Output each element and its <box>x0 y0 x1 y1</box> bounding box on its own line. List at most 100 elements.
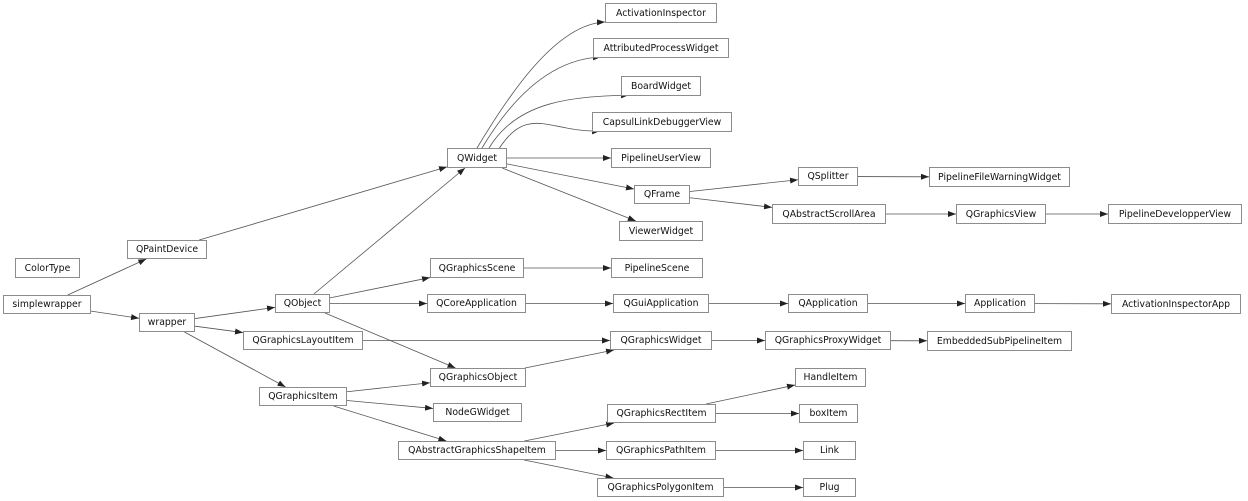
class-node-label: QGraphicsWidget <box>620 335 702 346</box>
class-node-plug[interactable]: Plug <box>803 478 856 497</box>
class-node-label: QGraphicsProxyWidget <box>774 335 882 346</box>
class-node-pipeline-developper-view[interactable]: PipelineDevelopperView <box>1108 204 1242 224</box>
class-node-handle-item[interactable]: HandleItem <box>795 368 866 387</box>
edge-simplewrapper-to-wrapper <box>90 310 140 321</box>
class-node-q-abstract-scroll-area[interactable]: QAbstractScrollArea <box>772 204 886 224</box>
class-node-box-item[interactable]: boxItem <box>799 404 858 423</box>
class-node-label: simplewrapper <box>12 299 82 310</box>
class-node-pipeline-file-warning-widget[interactable]: PipelineFileWarningWidget <box>929 167 1070 187</box>
edge-q-graphics-rect-item-to-handle-item <box>706 383 796 405</box>
class-node-q-graphics-proxy-widget[interactable]: QGraphicsProxyWidget <box>765 331 891 350</box>
class-node-node-g-widget[interactable]: NodeGWidget <box>433 403 522 422</box>
class-node-label: QGraphicsItem <box>268 391 338 402</box>
class-node-pipeline-user-view[interactable]: PipelineUserView <box>611 148 711 168</box>
class-node-q-core-application[interactable]: QCoreApplication <box>427 294 526 313</box>
class-node-q-graphics-view[interactable]: QGraphicsView <box>956 204 1046 224</box>
class-node-viewer-widget[interactable]: ViewerWidget <box>619 221 703 241</box>
class-node-label: QAbstractGraphicsShapeItem <box>408 445 546 456</box>
edge-q-graphics-item-to-node-g-widget <box>346 400 434 411</box>
class-node-q-graphics-layout-item[interactable]: QGraphicsLayoutItem <box>243 331 363 350</box>
class-node-label: QObject <box>283 298 322 309</box>
class-node-label: QGraphicsLayoutItem <box>252 335 354 346</box>
class-node-activation-inspector[interactable]: ActivationInspector <box>605 3 717 23</box>
class-node-label: QCoreApplication <box>436 298 517 309</box>
class-node-pipeline-scene[interactable]: PipelineScene <box>611 258 703 278</box>
class-node-label: QSplitter <box>807 171 849 182</box>
edge-q-paint-device-to-q-widget <box>199 166 448 241</box>
edge-q-widget-to-capsul-link-debugger-view <box>496 122 601 153</box>
edge-q-abstract-graphics-shape-item-to-q-graphics-polygon-item <box>524 459 614 480</box>
class-node-q-graphics-rect-item[interactable]: QGraphicsRectItem <box>607 404 716 423</box>
class-node-color-type[interactable]: ColorType <box>15 258 80 278</box>
class-node-label: Plug <box>819 482 840 493</box>
edge-q-widget-to-board-widget <box>488 92 630 149</box>
class-node-label: ActivationInspector <box>616 7 706 19</box>
class-node-q-frame[interactable]: QFrame <box>634 185 690 204</box>
class-node-label: EmbeddedSubPipelineItem <box>936 335 1063 347</box>
class-node-board-widget[interactable]: BoardWidget <box>621 76 701 96</box>
class-node-activation-inspector-app[interactable]: ActivationInspectorApp <box>1111 294 1241 314</box>
class-node-label: QWidget <box>456 152 498 164</box>
edge-q-graphics-object-to-q-graphics-widget <box>524 348 615 369</box>
class-node-q-graphics-scene[interactable]: QGraphicsScene <box>430 258 524 278</box>
class-node-capsul-link-debugger-view[interactable]: CapsulLinkDebuggerView <box>592 112 732 132</box>
edge-wrapper-to-q-graphics-layout-item <box>194 325 244 335</box>
class-node-label: ColorType <box>24 262 71 274</box>
class-node-label: QGraphicsPolygonItem <box>607 482 714 493</box>
class-node-q-abstract-graphics-shape-item[interactable]: QAbstractGraphicsShapeItem <box>398 441 556 460</box>
edge-wrapper-to-q-graphics-item <box>184 331 286 388</box>
class-node-label: NodeGWidget <box>445 407 510 418</box>
class-node-label: QPaintDevice <box>135 244 199 255</box>
class-node-wrapper[interactable]: wrapper <box>139 313 195 332</box>
class-node-q-graphics-polygon-item[interactable]: QGraphicsPolygonItem <box>597 478 724 497</box>
class-node-q-widget[interactable]: QWidget <box>447 148 507 168</box>
class-node-q-graphics-object[interactable]: QGraphicsObject <box>430 368 526 387</box>
class-node-label: QGraphicsPathItem <box>616 445 706 456</box>
class-node-label: Link <box>819 445 840 456</box>
class-node-label: QGraphicsScene <box>438 262 516 274</box>
class-node-label: QGraphicsRectItem <box>616 408 707 419</box>
class-node-label: QGuiApplication <box>623 298 699 309</box>
edge-q-object-to-q-graphics-scene <box>329 276 431 299</box>
edge-q-frame-to-q-splitter <box>689 177 799 192</box>
class-node-q-paint-device[interactable]: QPaintDevice <box>127 240 207 259</box>
class-node-label: QGraphicsView <box>965 208 1037 220</box>
class-node-label: boxItem <box>809 408 848 419</box>
class-node-simplewrapper[interactable]: simplewrapper <box>3 295 91 314</box>
class-node-q-gui-application[interactable]: QGuiApplication <box>613 294 709 313</box>
class-node-label: QFrame <box>643 189 681 200</box>
class-node-label: ViewerWidget <box>628 225 694 237</box>
class-node-label: CapsulLinkDebuggerView <box>602 116 722 128</box>
class-node-q-graphics-widget[interactable]: QGraphicsWidget <box>610 331 712 350</box>
class-node-label: PipelineUserView <box>621 152 701 164</box>
edge-q-widget-to-attributed-process-widget <box>481 54 602 149</box>
class-node-q-object[interactable]: QObject <box>275 294 330 313</box>
class-node-attributed-process-widget[interactable]: AttributedProcessWidget <box>593 38 729 58</box>
class-node-label: ActivationInspectorApp <box>1121 298 1231 310</box>
class-node-label: HandleItem <box>803 372 858 383</box>
class-node-label: QApplication <box>798 298 858 309</box>
class-node-label: PipelineDevelopperView <box>1118 208 1232 220</box>
class-node-q-splitter[interactable]: QSplitter <box>798 167 858 186</box>
edge-q-widget-to-q-frame <box>506 163 635 191</box>
edge-q-widget-to-viewer-widget <box>502 167 636 222</box>
class-node-q-application[interactable]: QApplication <box>788 294 868 313</box>
edge-simplewrapper-to-q-paint-device <box>67 258 147 296</box>
class-node-label: QAbstractScrollArea <box>782 208 876 220</box>
edge-wrapper-to-q-object <box>194 305 276 319</box>
class-node-label: PipelineScene <box>624 262 690 274</box>
class-node-q-graphics-path-item[interactable]: QGraphicsPathItem <box>606 441 716 460</box>
class-node-application[interactable]: Application <box>965 294 1035 313</box>
edge-q-frame-to-q-abstract-scroll-area <box>689 197 773 210</box>
class-node-label: wrapper <box>147 317 187 328</box>
class-node-label: PipelineFileWarningWidget <box>938 171 1061 183</box>
edge-q-object-to-q-widget <box>313 167 466 295</box>
class-node-label: Application <box>974 298 1026 309</box>
class-node-embedded-sub-pipeline-item[interactable]: EmbeddedSubPipelineItem <box>927 331 1072 351</box>
edge-q-widget-to-activation-inspector <box>476 19 606 149</box>
class-node-link[interactable]: Link <box>803 441 856 460</box>
edge-q-graphics-item-to-q-abstract-graphics-shape-item <box>333 405 447 442</box>
class-node-q-graphics-item[interactable]: QGraphicsItem <box>259 387 347 406</box>
